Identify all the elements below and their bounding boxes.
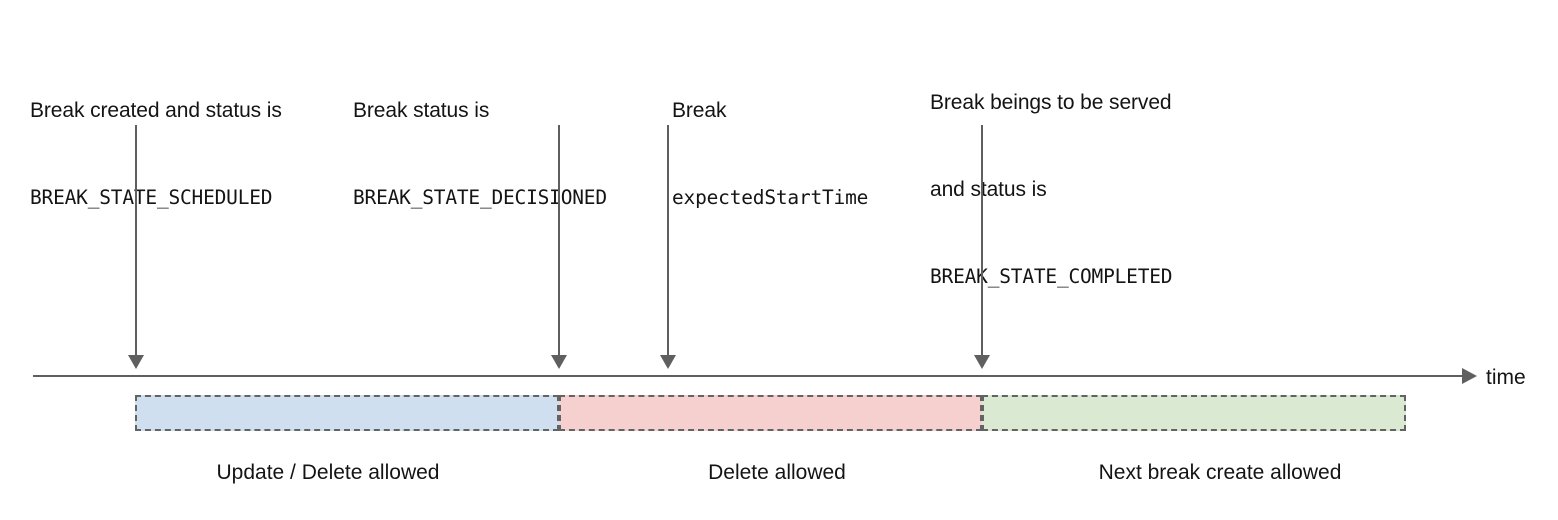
annotation-expected-start-prose-1: Break — [672, 99, 727, 122]
time-axis-arrowhead — [1462, 368, 1477, 384]
annotation-scheduled-code-1: BREAK_STATE_SCHEDULED — [30, 186, 273, 209]
phase-caption-next-break: Next break create allowed — [1098, 461, 1342, 484]
pointer-line-scheduled — [135, 125, 137, 357]
annotation-scheduled: Break created and status is BREAK_STATE_… — [30, 38, 282, 270]
phase-bar-delete-only — [559, 395, 982, 431]
annotation-completed-code-1: BREAK_STATE_COMPLETED — [930, 265, 1173, 288]
time-axis-line — [33, 375, 1465, 377]
annotation-decisioned-code-1: BREAK_STATE_DECISIONED — [353, 186, 607, 209]
pointer-arrowhead-scheduled — [128, 355, 144, 369]
pointer-line-completed — [981, 125, 983, 357]
phase-bar-update-delete — [135, 395, 559, 431]
annotation-expected-start-code-1: expectedStartTime — [672, 186, 869, 209]
pointer-line-decisioned — [558, 125, 560, 357]
annotation-decisioned-prose-1: Break status is — [353, 99, 490, 122]
pointer-arrowhead-expected-start — [660, 355, 676, 369]
time-axis-label: time — [1486, 366, 1526, 389]
phase-caption-delete-only: Delete allowed — [708, 461, 846, 484]
pointer-arrowhead-completed — [974, 355, 990, 369]
annotation-decisioned: Break status is BREAK_STATE_DECISIONED — [353, 38, 607, 270]
pointer-line-expected-start — [667, 125, 669, 357]
pointer-arrowhead-decisioned — [551, 355, 567, 369]
phase-caption-update-delete: Update / Delete allowed — [216, 461, 440, 484]
annotation-scheduled-prose-1: Break created and status is — [30, 99, 282, 122]
annotation-completed-prose-2: and status is — [930, 178, 1047, 201]
annotation-completed: Break beings to be served and status is … — [930, 30, 1173, 349]
annotation-expected-start: Break expectedStartTime — [672, 38, 868, 270]
phase-bar-next-break — [982, 395, 1406, 431]
annotation-completed-prose-1: Break beings to be served — [930, 91, 1172, 114]
